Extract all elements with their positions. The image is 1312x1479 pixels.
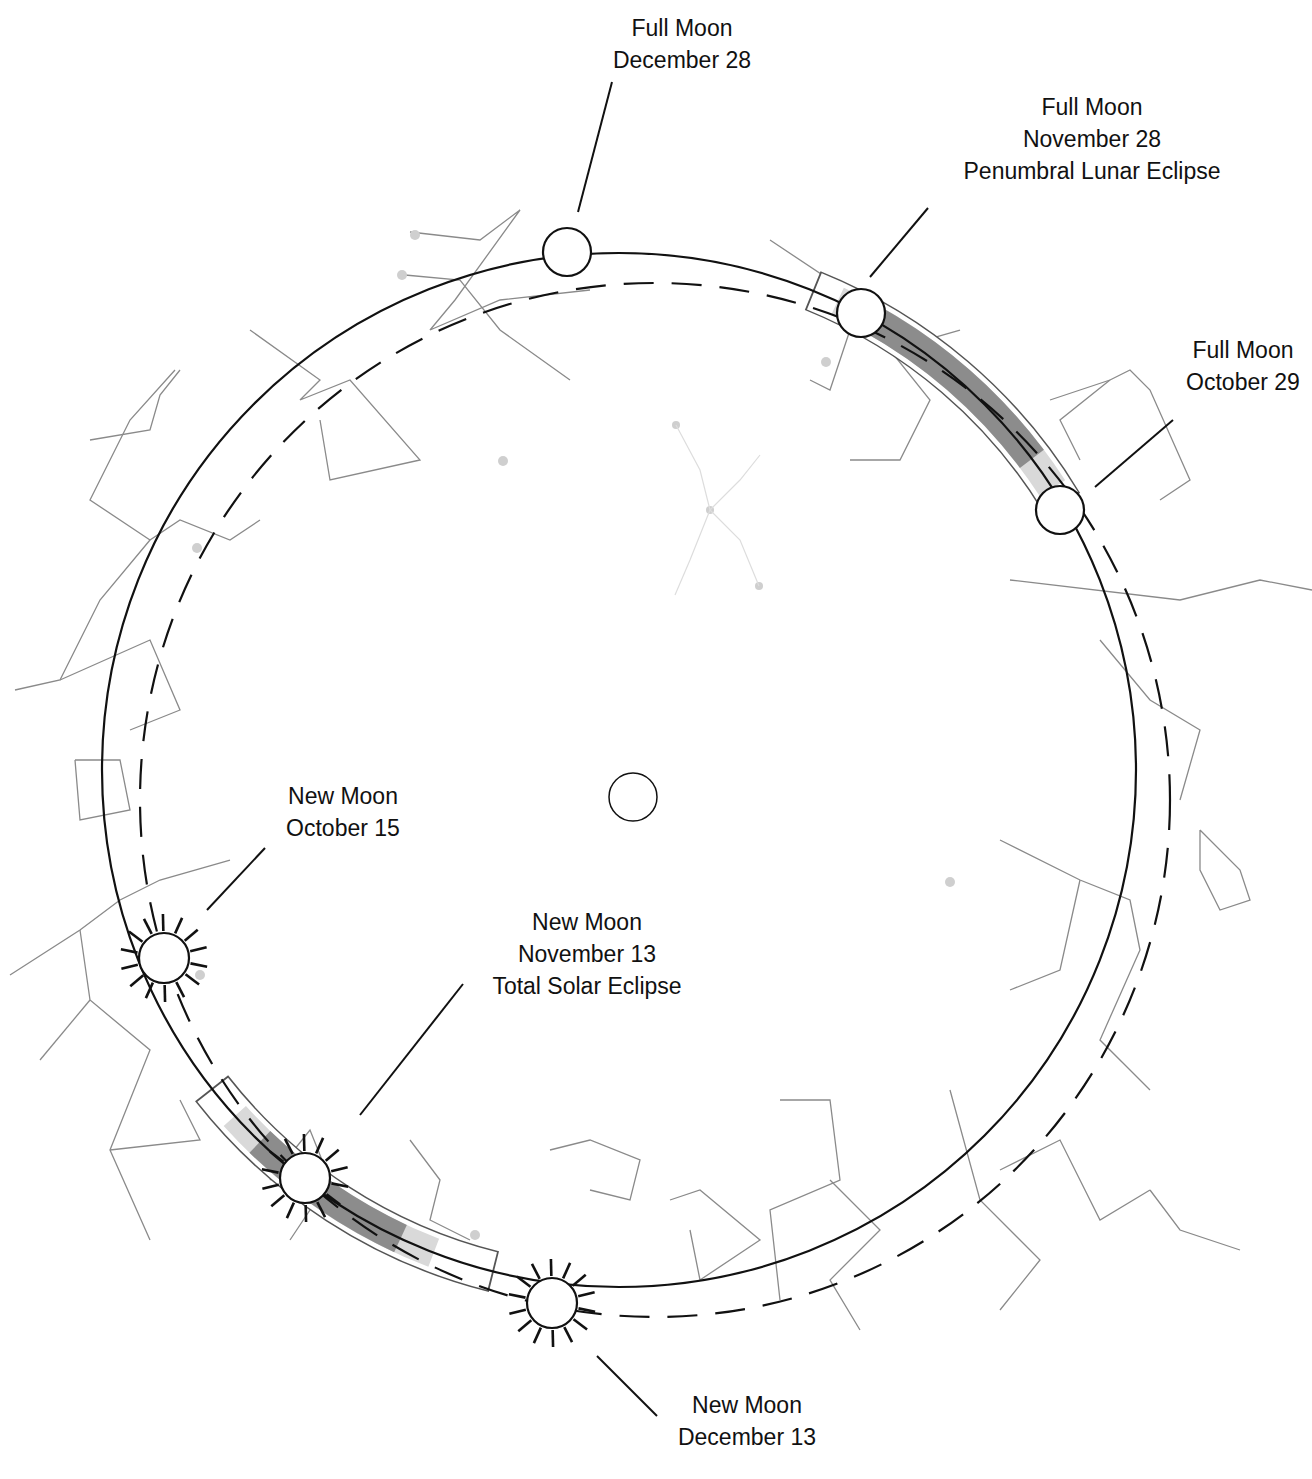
sun-ray <box>326 1150 339 1161</box>
sun-ray <box>532 1264 540 1279</box>
sun-ray <box>270 1151 284 1161</box>
full-moon <box>837 289 885 337</box>
sun-ray <box>509 1310 525 1314</box>
umbra-band <box>870 318 1032 459</box>
sun-disc <box>139 933 189 983</box>
faint-stars <box>192 230 955 1240</box>
sun-ray <box>186 974 200 984</box>
constellation-lines <box>10 210 1312 1330</box>
sun-ray <box>331 1183 348 1186</box>
sun-ray <box>563 1263 570 1278</box>
eclipse-zone <box>212 291 1063 1272</box>
callout-label: Full Moon October 29 <box>1186 334 1300 398</box>
sun-ray <box>190 963 207 966</box>
leader-lines <box>207 82 1173 1416</box>
band-outline <box>212 1088 494 1271</box>
sun-ray <box>551 1330 554 1347</box>
sun-ray <box>327 1194 341 1204</box>
sun-ray <box>303 1134 306 1151</box>
ecliptic <box>102 253 1136 1287</box>
sun-ray <box>578 1308 595 1311</box>
sun-ray <box>130 975 143 986</box>
sun-ray <box>331 1167 347 1171</box>
full-moon <box>1036 486 1084 534</box>
sun-ray <box>517 1276 531 1286</box>
sun-ray <box>121 949 138 952</box>
sun-ray <box>176 982 184 997</box>
sun-ray <box>518 1320 531 1331</box>
faint-constellation <box>675 425 760 595</box>
sun-ray <box>162 914 165 931</box>
sun-ray <box>129 931 143 941</box>
callout-label: New Moon October 15 <box>286 780 400 844</box>
sun-disc <box>280 1153 330 1203</box>
sun-ray <box>304 1205 307 1222</box>
sun-ray <box>317 1202 325 1217</box>
sun-ray <box>262 1169 279 1172</box>
sun-ray <box>271 1195 284 1206</box>
callout-label: New Moon December 13 <box>678 1389 816 1453</box>
callout-label: Full Moon December 28 <box>613 12 751 76</box>
new-moon-sun <box>262 1134 348 1222</box>
band-fill <box>213 1090 492 1271</box>
new-moon-sun <box>509 1259 595 1347</box>
sun-ray <box>550 1259 553 1276</box>
sun-ray <box>163 985 166 1002</box>
sun-ray <box>185 930 198 941</box>
new-moon-sun <box>121 914 207 1002</box>
sun-ray <box>287 1203 294 1218</box>
full-moon <box>543 228 591 276</box>
sun-ray <box>564 1327 572 1342</box>
sun-ray <box>121 965 137 969</box>
sun-ray <box>578 1292 594 1296</box>
sun-ray <box>262 1185 278 1189</box>
sun-ray <box>573 1275 586 1286</box>
sun-ray <box>509 1294 526 1297</box>
sun-ray <box>144 919 152 934</box>
callout-label: New Moon November 13 Total Solar Eclipse <box>492 906 681 1002</box>
sun-ray <box>574 1319 588 1329</box>
sun-ray <box>190 947 206 951</box>
sun-ray <box>285 1139 293 1154</box>
sun-ray <box>175 918 182 933</box>
sun-ray <box>316 1138 323 1153</box>
sun-ray <box>534 1328 541 1343</box>
sun-ray <box>146 983 153 998</box>
moon-positions <box>121 228 1084 1347</box>
sun-disc <box>527 1278 577 1328</box>
sun-center <box>609 773 657 821</box>
callout-label: Full Moon November 28 Penumbral Lunar Ec… <box>964 91 1221 187</box>
